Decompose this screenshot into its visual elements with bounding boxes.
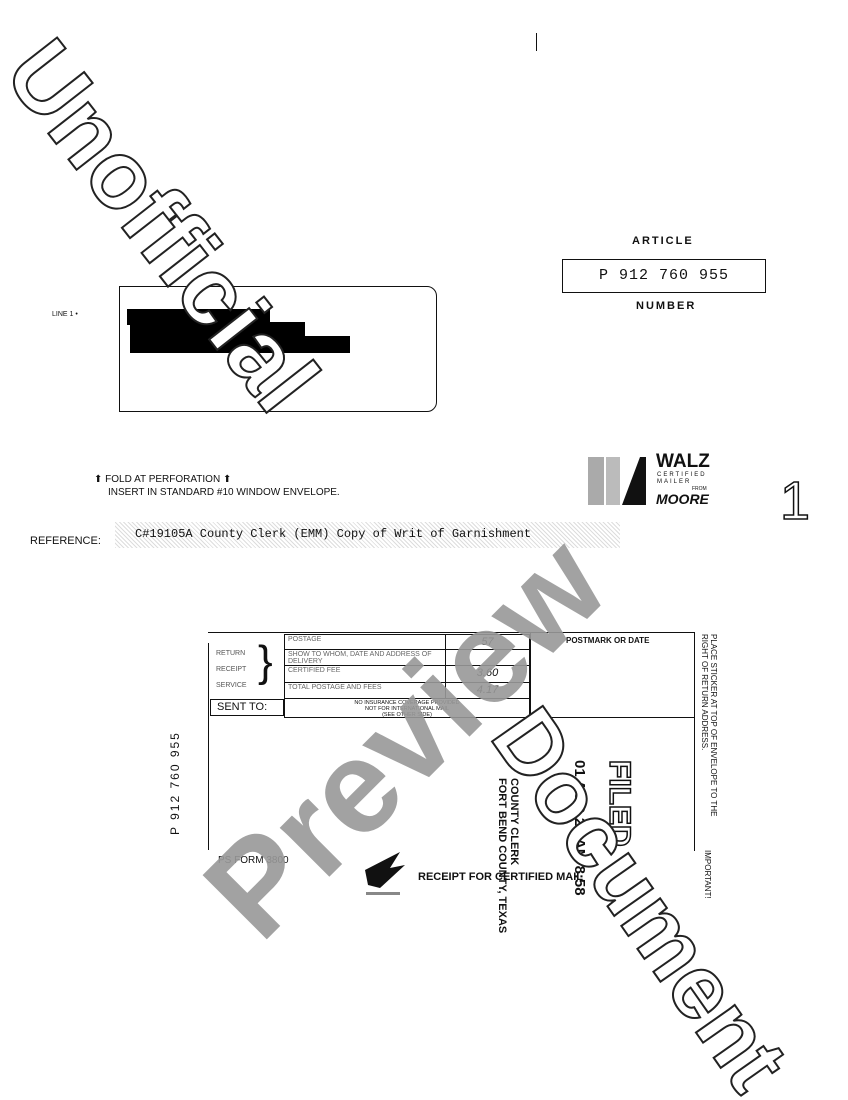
insurance-note: NO INSURANCE COVERAGE PROVIDED NOT FOR I… [284, 698, 530, 718]
walz-logo [586, 455, 646, 507]
line-label: LINE 1 • [52, 311, 78, 318]
insert-instruction: INSERT IN STANDARD #10 WINDOW ENVELOPE. [108, 487, 340, 498]
redacted-line [127, 309, 270, 325]
walz-moore: MOORE [656, 491, 709, 507]
eagle-icon [365, 852, 405, 895]
rr-line: RETURN [216, 650, 246, 657]
certified-receipt [208, 632, 695, 851]
walz-mailer: MAILER [657, 479, 692, 485]
scan-mark [536, 33, 537, 51]
important-label: IMPORTANT! [703, 850, 712, 899]
walz-logo-mark [588, 457, 646, 505]
address-window [119, 286, 437, 412]
receipt-title: RECEIPT FOR CERTIFIED MAIL [418, 871, 583, 883]
sent-to-label: SENT TO: [210, 699, 284, 716]
receipt-left-border [208, 643, 209, 850]
side-instruction: PLACE STICKER AT TOP OF ENVELOPE TO THE … [700, 634, 718, 817]
walz-from: FROM [692, 486, 707, 492]
side-article-number: P 912 760 955 [168, 731, 182, 835]
number-label: NUMBER [636, 300, 697, 312]
ps-form-label: PS FORM 3800 [218, 855, 289, 866]
rr-line: SERVICE [216, 682, 247, 689]
walz-brand: WALZ [656, 451, 710, 472]
reference-value: C#19105A County Clerk (EMM) Copy of Writ… [115, 522, 620, 548]
reference-label: REFERENCE: [30, 535, 101, 547]
walz-certified: CERTIFIED [657, 472, 707, 478]
note-line: NO INSURANCE COVERAGE PROVIDED [354, 700, 460, 706]
fold-text: FOLD AT PERFORATION [105, 474, 221, 485]
fold-instruction: ⬆ FOLD AT PERFORATION ⬆ [94, 474, 232, 485]
rr-line: RECEIPT [216, 666, 247, 673]
redacted-line [130, 336, 350, 353]
article-number: P 912 760 955 [562, 259, 766, 293]
article-label: ARTICLE [632, 235, 694, 247]
postmark-divider [530, 632, 531, 718]
note-line: NOT FOR INTERNATIONAL MAIL [365, 706, 449, 712]
note-line: (SEE OTHER SIDE) [382, 712, 432, 718]
page-number: 1 [779, 470, 811, 532]
redacted-line [130, 322, 305, 337]
return-receipt-service: RETURN RECEIPT SERVICE [216, 646, 247, 694]
postmark-label: POSTMARK OR DATE [566, 636, 650, 645]
usps-eagle-logo [360, 850, 410, 900]
brace: } [258, 637, 273, 686]
postmark-bottom [530, 717, 694, 718]
